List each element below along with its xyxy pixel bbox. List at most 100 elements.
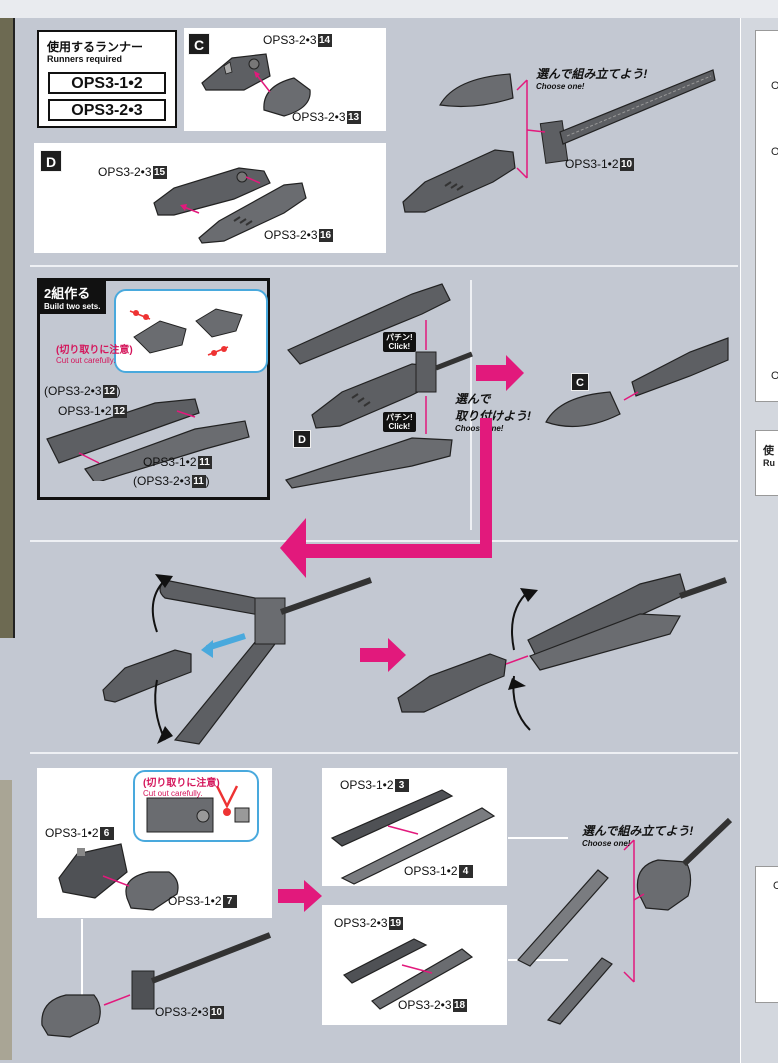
part-code: OPS3-2•3: [263, 33, 317, 47]
part-number: 7: [222, 895, 237, 908]
part-code: OPS3-2•3: [334, 916, 388, 930]
choose-attach-note: 選んで 取り付けよう! Choose one!: [455, 390, 531, 433]
click-jp: パチン!: [386, 333, 413, 342]
part-number: 10: [209, 1006, 224, 1019]
runner-tag: OPS3-2•3: [48, 99, 166, 121]
part-code: (OPS3-2•3: [133, 474, 191, 488]
closed-clamp-drawing: [397, 573, 727, 731]
right-label: O: [771, 370, 778, 382]
build-two-sets-box: 2組作る Build two sets. (切り取りに注意) Cut out c…: [37, 278, 270, 500]
part-code: OPS3-1•2: [45, 826, 99, 840]
frame-assembly-drawing: [285, 283, 473, 489]
part-number: 12: [102, 385, 117, 398]
caution-en: Cut out carefully.: [143, 789, 203, 798]
left-edge-lower: [0, 780, 12, 1060]
divider: [470, 280, 472, 530]
click-en: Click!: [388, 422, 411, 431]
part-number: 14: [317, 34, 332, 47]
tip-choice-drawing: [508, 817, 733, 1025]
right-panel: [755, 30, 778, 402]
click-en: Click!: [388, 342, 411, 351]
part-code: OPS3-1•2: [143, 455, 197, 469]
cut-carefully-bubble: [114, 289, 268, 373]
build-two-sets-header: 2組作る Build two sets.: [40, 281, 107, 314]
step-d-drawing: [153, 167, 307, 244]
bottom-left-drawing: [58, 843, 179, 911]
right-label: Ru: [763, 458, 775, 468]
cut-carefully-bubble: [133, 770, 259, 842]
left-edge-image: [0, 18, 15, 638]
choose-one-en: Choose one!: [536, 82, 585, 91]
divider: [30, 265, 738, 267]
bottom-left-panel: (切り取りに注意) Cut out carefully.: [37, 768, 272, 918]
part-number: 18: [452, 999, 467, 1012]
part-code: OPS3-2•3: [98, 165, 152, 179]
right-label: 使: [763, 445, 774, 457]
cut-drawing: [146, 785, 250, 833]
spear-assembly-drawing: [402, 69, 716, 213]
two-sets-drawing: [46, 398, 250, 481]
part-code: OPS3-2•3: [155, 1005, 209, 1019]
part-code: OPS3-1•2: [565, 157, 619, 171]
bottom-assembly-drawing: [41, 919, 272, 1038]
step-badge-c: C: [571, 373, 589, 391]
right-runner-box: [755, 430, 778, 496]
caution-note: (切り取りに注意) Cut out carefully.: [143, 774, 220, 798]
runners-title: 使用するランナー: [47, 40, 144, 54]
right-panel: [755, 866, 778, 1003]
bottom-mid-bot-panel: [322, 905, 507, 1025]
part-number: 11: [197, 456, 212, 469]
part-code: OPS3-1•2: [168, 894, 222, 908]
choose-one-en: Choose one!: [582, 839, 631, 848]
step-badge-d: D: [40, 150, 62, 172]
part-paren: ): [116, 384, 121, 398]
flow-arrow-icon: [280, 418, 492, 578]
part-code: OPS3-1•2: [58, 404, 112, 418]
bottom-mid-top-panel: [322, 768, 507, 886]
part-number: 11: [191, 475, 206, 488]
right-arrow-icon: [360, 638, 406, 672]
part-paren: ): [205, 474, 210, 488]
step-d-panel: [34, 143, 386, 253]
part-number: 15: [152, 166, 167, 179]
open-clamp-drawing: [102, 574, 373, 745]
right-label: O: [771, 80, 778, 92]
divider: [30, 752, 738, 754]
step-badge-c: C: [188, 33, 210, 55]
part-number: 12: [112, 405, 127, 418]
right-arrow-icon: [278, 880, 322, 912]
part-code: OPS3-2•3: [398, 998, 452, 1012]
choose-attach-jp1: 選んで: [455, 392, 491, 406]
spike-drawing: [330, 789, 496, 885]
choose-attach-jp2: 取り付けよう!: [455, 409, 531, 423]
part-number: 3: [394, 779, 409, 792]
step-c-drawing: [201, 53, 311, 117]
right-label: O: [771, 146, 778, 158]
click-jp: パチン!: [386, 413, 413, 422]
part-number: 6: [99, 827, 114, 840]
part-code: OPS3-2•3: [264, 228, 318, 242]
part-number: 13: [346, 111, 361, 124]
two-sets-en: Build two sets.: [44, 302, 101, 311]
drill-drawing: [342, 938, 474, 1010]
right-column: O O O 使 Ru O: [740, 18, 778, 1063]
choose-one-jp: 選んで組み立てよう!: [582, 824, 694, 838]
click-note: パチン!Click!: [383, 332, 416, 352]
tip-attach-drawing: [545, 337, 729, 428]
part-number: 4: [458, 865, 473, 878]
part-code: OPS3-1•2: [404, 864, 458, 878]
caution-note: (切り取りに注意) Cut out carefully.: [56, 341, 133, 365]
top-strip: [0, 0, 778, 18]
